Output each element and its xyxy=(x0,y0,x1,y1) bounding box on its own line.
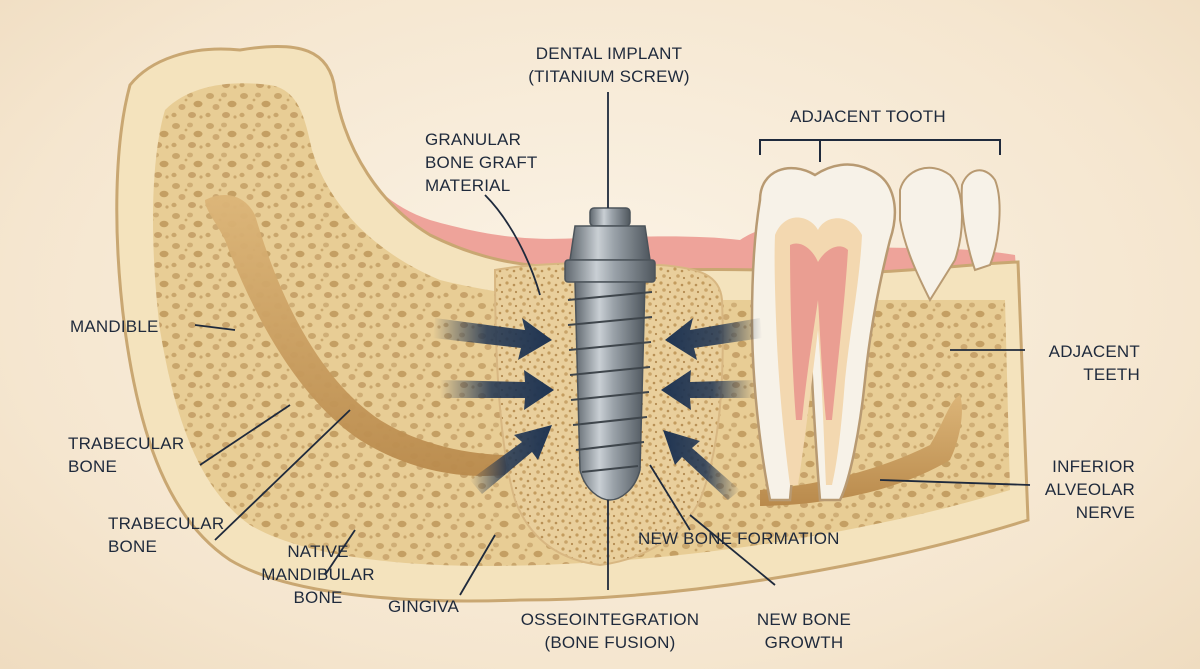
label-dental-implant-line2: (TITANIUM SCREW) xyxy=(528,67,690,86)
label-native-mandibular-bone: NATIVE MANDIBULAR BONE xyxy=(258,540,378,609)
label-osseointegration-line2: (BONE FUSION) xyxy=(544,633,676,652)
label-new-bone-growth-line2: GROWTH xyxy=(764,633,844,652)
tooth-bracket xyxy=(759,139,1001,162)
label-native-mandibular-line1: NATIVE xyxy=(287,542,349,561)
label-mandible-line1: MANDIBLE xyxy=(70,317,159,336)
label-inferior-alveolar-nerve: INFERIOR ALVEOLAR NERVE xyxy=(1035,455,1135,524)
label-granular-graft-line1: GRANULAR xyxy=(425,130,522,149)
nerve-canal-right xyxy=(760,395,962,506)
label-gingiva: GINGIVA xyxy=(388,595,459,618)
label-new-bone-formation: NEW BONE FORMATION xyxy=(638,527,840,550)
label-native-mandibular-line2: MANDIBULAR xyxy=(261,565,375,584)
label-dental-implant: DENTAL IMPLANT (TITANIUM SCREW) xyxy=(520,42,698,88)
label-inferior-alveolar-nerve-line2: ALVEOLAR xyxy=(1044,480,1135,499)
label-osseointegration: OSSEOINTEGRATION (BONE FUSION) xyxy=(505,608,715,654)
label-new-bone-formation-line1: NEW BONE FORMATION xyxy=(638,529,840,548)
arrows xyxy=(433,318,762,500)
label-trabecular-bone-1: TRABECULAR BONE xyxy=(68,432,184,478)
label-granular-graft-line2: BONE GRAFT xyxy=(425,153,538,172)
label-adjacent-teeth-line1: ADJACENT xyxy=(1048,342,1140,361)
neighbor-tooth-1 xyxy=(899,166,963,303)
label-gingiva-line1: GINGIVA xyxy=(388,597,459,616)
leader-lines xyxy=(194,92,1031,596)
label-adjacent-teeth: ADJACENT TEETH xyxy=(1030,340,1140,386)
label-mandible: MANDIBLE xyxy=(70,315,159,338)
label-trabecular-bone-2-line2: BONE xyxy=(108,537,157,556)
label-native-mandibular-line3: BONE xyxy=(293,588,343,607)
label-adjacent-tooth: ADJACENT TOOTH xyxy=(790,105,946,128)
label-trabecular-bone-1-line2: BONE xyxy=(68,457,117,476)
label-trabecular-bone-1-line1: TRABECULAR xyxy=(68,434,185,453)
label-trabecular-bone-2: TRABECULAR BONE xyxy=(108,512,224,558)
label-granular-graft: GRANULAR BONE GRAFT MATERIAL xyxy=(425,128,538,197)
label-adjacent-teeth-line2: TEETH xyxy=(1083,365,1140,384)
label-trabecular-bone-2-line1: TRABECULAR xyxy=(108,514,225,533)
label-new-bone-growth-line1: NEW BONE xyxy=(756,610,852,629)
implant-drawing xyxy=(564,207,656,501)
label-dental-implant-line1: DENTAL IMPLANT xyxy=(535,44,683,63)
label-osseointegration-line1: OSSEOINTEGRATION xyxy=(520,610,700,629)
label-adjacent-tooth-line1: ADJACENT TOOTH xyxy=(790,107,946,126)
nerve-canal-left xyxy=(205,195,510,476)
label-granular-graft-line3: MATERIAL xyxy=(425,176,511,195)
label-inferior-alveolar-nerve-line3: NERVE xyxy=(1075,503,1135,522)
label-inferior-alveolar-nerve-line1: INFERIOR xyxy=(1052,457,1135,476)
label-new-bone-growth: NEW BONE GROWTH xyxy=(745,608,863,654)
adjacent-tooth-drawing xyxy=(750,163,897,502)
neighbor-tooth-2 xyxy=(960,169,1001,272)
